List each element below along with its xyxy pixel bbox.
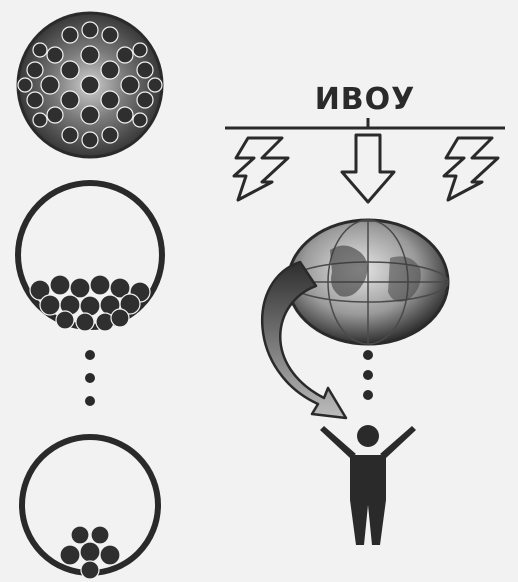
human-figure-icon	[320, 425, 416, 545]
lightning-arrow-icon	[444, 138, 498, 200]
full-sphere-icon	[18, 13, 162, 157]
nearly-empty-sphere-icon	[22, 437, 158, 579]
right-ellipsis-dots	[363, 350, 373, 400]
left-ellipsis-dots	[85, 350, 95, 406]
down-arrow-icon	[342, 135, 394, 202]
partial-sphere-icon	[18, 183, 162, 331]
lightning-arrow-icon	[234, 138, 288, 200]
label-bracket-line	[225, 118, 505, 128]
